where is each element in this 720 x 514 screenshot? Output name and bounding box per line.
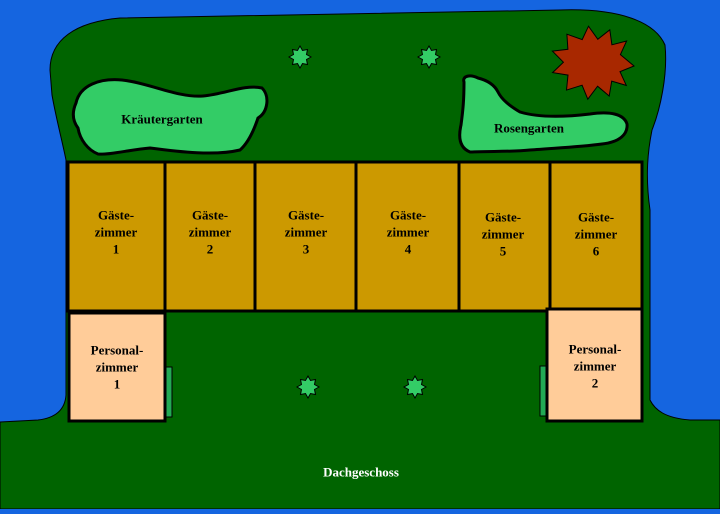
bush-icon xyxy=(295,374,321,400)
door-staff-room-2 xyxy=(539,365,547,417)
guest-room-4 xyxy=(354,160,461,313)
herb-garden xyxy=(71,78,269,156)
guest-room-6 xyxy=(548,160,644,313)
bush-icon xyxy=(402,374,428,400)
bush-icon xyxy=(416,44,442,70)
staff-room-2 xyxy=(545,307,644,423)
sun-icon xyxy=(551,25,635,101)
guest-room-2 xyxy=(163,160,257,313)
guest-room-3 xyxy=(253,160,358,313)
guest-room-1 xyxy=(66,160,167,313)
staff-room-1 xyxy=(67,311,167,423)
guest-room-5 xyxy=(457,160,552,313)
door-staff-room-1 xyxy=(165,366,173,418)
rose-garden xyxy=(458,74,629,154)
bush-icon xyxy=(287,44,313,70)
